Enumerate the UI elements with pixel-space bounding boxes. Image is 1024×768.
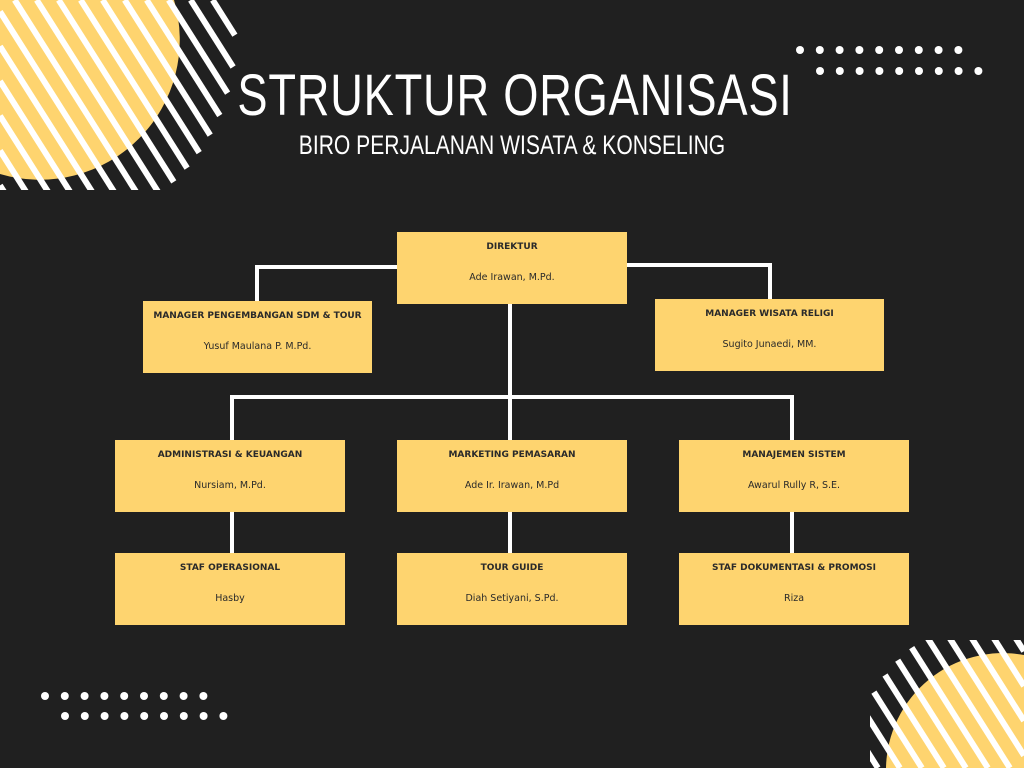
decorative-dot bbox=[915, 67, 923, 75]
node-role: MANAJEMEN SISTEM bbox=[742, 450, 846, 460]
decorative-dot bbox=[954, 46, 963, 54]
node-role: STAF DOKUMENTASI & PROMOSI bbox=[711, 563, 877, 573]
decorative-dot bbox=[140, 712, 149, 720]
node-role: MARKETING PEMASARAN bbox=[448, 450, 576, 460]
org-node-direktur: DIREKTUR Ade Irawan, M.Pd. bbox=[397, 232, 627, 304]
decorative-dot bbox=[875, 46, 884, 54]
decorative-dot bbox=[815, 46, 824, 54]
stripe bbox=[122, 0, 213, 137]
stripe bbox=[0, 9, 131, 190]
decorative-dot bbox=[934, 67, 943, 75]
stripe bbox=[210, 0, 238, 37]
decorative-dot bbox=[61, 712, 69, 720]
stripe bbox=[144, 0, 223, 118]
node-role: ADMINISTRASI & KEUANGAN bbox=[157, 450, 303, 460]
node-role: TOUR GUIDE bbox=[480, 563, 544, 573]
stripe bbox=[924, 640, 1013, 768]
decorative-dot bbox=[179, 692, 188, 700]
node-name: Ade Irawan, M.Pd. bbox=[469, 272, 555, 283]
stripe bbox=[909, 645, 991, 768]
org-node-manajemen: MANAJEMEN SISTEM Awarul Rully R, S.E. bbox=[679, 440, 909, 512]
decorative-dot bbox=[100, 712, 109, 720]
decorative-dot bbox=[140, 692, 148, 700]
stripe bbox=[940, 640, 1024, 758]
decorative-dot bbox=[179, 712, 188, 720]
stripe bbox=[895, 658, 969, 768]
node-role: DIREKTUR bbox=[486, 242, 538, 252]
decorative-dot bbox=[855, 46, 864, 54]
connector-direktur-manager-sdm bbox=[255, 265, 397, 301]
connector-direktur-manager-religi bbox=[627, 263, 772, 299]
decorative-dot bbox=[895, 67, 904, 75]
page-title: STRUKTUR ORGANISASI bbox=[237, 63, 793, 128]
decorative-dot bbox=[199, 692, 208, 700]
org-node-manager-sdm: MANAGER PENGEMBANGAN SDM & TOUR Yusuf Mau… bbox=[143, 301, 372, 373]
stripe bbox=[78, 0, 190, 170]
stripe bbox=[0, 44, 114, 190]
stripe bbox=[56, 0, 177, 184]
stripe bbox=[0, 148, 56, 190]
org-node-marketing: MARKETING PEMASARAN Ade Ir. Irawan, M.Pd bbox=[397, 440, 627, 512]
org-node-administrasi: ADMINISTRASI & KEUANGAN Nursiam, M.Pd. bbox=[115, 440, 345, 512]
decorative-dot bbox=[835, 46, 844, 54]
stripe bbox=[870, 734, 881, 768]
stripe bbox=[166, 0, 231, 95]
org-node-tour-guide: TOUR GUIDE Diah Setiyani, S.Pd. bbox=[397, 553, 627, 625]
decorative-dot bbox=[796, 46, 804, 54]
node-name: Ade Ir. Irawan, M.Pd bbox=[464, 480, 560, 491]
decorative-dot bbox=[159, 692, 168, 700]
node-name: Awarul Rully R, S.E. bbox=[747, 480, 841, 491]
stripe bbox=[998, 640, 1024, 653]
decorative-dot bbox=[120, 692, 129, 700]
node-name: Diah Setiyani, S.Pd. bbox=[465, 593, 559, 604]
decorative-dot bbox=[41, 692, 49, 700]
decorative-dot bbox=[914, 46, 923, 54]
decorative-dot bbox=[895, 46, 903, 54]
node-role: MANAGER WISATA RELIGI bbox=[705, 309, 834, 319]
stripe bbox=[958, 640, 1024, 723]
decorative-dot bbox=[974, 67, 983, 75]
stripe bbox=[188, 0, 236, 69]
decorative-dot bbox=[855, 67, 864, 75]
node-name: Nursiam, M.Pd. bbox=[194, 480, 266, 491]
node-name: Sugito Junaedi, MM. bbox=[722, 339, 817, 350]
stripe bbox=[100, 0, 202, 155]
node-role: MANAGER PENGEMBANGAN SDM & TOUR bbox=[153, 311, 362, 321]
connector-branch bbox=[230, 395, 794, 440]
decorative-dot bbox=[219, 712, 228, 720]
node-name: Yusuf Maulana P. M.Pd. bbox=[203, 341, 312, 352]
decorative-dot bbox=[100, 692, 109, 700]
stripe bbox=[870, 710, 903, 768]
stripe bbox=[882, 673, 947, 768]
decorative-dot bbox=[934, 46, 943, 54]
org-node-staf-operasional: STAF OPERASIONAL Hasby bbox=[115, 553, 345, 625]
stripe bbox=[0, 79, 96, 190]
org-node-staf-dokumentasi: STAF DOKUMENTASI & PROMOSI Riza bbox=[679, 553, 909, 625]
decorative-dot bbox=[875, 67, 884, 75]
decorative-dot bbox=[954, 67, 963, 75]
stripe bbox=[871, 690, 925, 768]
decorative-dot bbox=[160, 712, 168, 720]
node-role: STAF OPERASIONAL bbox=[179, 563, 281, 573]
stripe bbox=[0, 114, 77, 190]
stripe bbox=[977, 640, 1024, 688]
stripe bbox=[12, 0, 147, 190]
decorative-dot bbox=[120, 712, 129, 720]
node-name: Hasby bbox=[215, 593, 245, 604]
decorative-dot bbox=[80, 712, 89, 720]
decorative-dot bbox=[835, 67, 844, 75]
decorative-dot bbox=[60, 692, 69, 700]
decorative-dot bbox=[816, 67, 824, 75]
node-name: Riza bbox=[783, 593, 805, 604]
page-subtitle: BIRO PERJALANAN WISATA & KONSELING bbox=[298, 130, 726, 160]
decorative-dot bbox=[199, 712, 208, 720]
org-node-manager-religi: MANAGER WISATA RELIGI Sugito Junaedi, MM. bbox=[655, 299, 884, 371]
decorative-dot bbox=[80, 692, 89, 700]
stripe bbox=[34, 0, 163, 190]
